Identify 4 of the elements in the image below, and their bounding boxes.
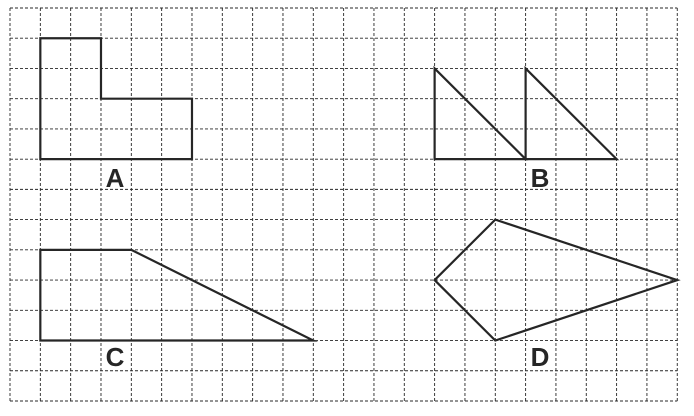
node-label: C xyxy=(106,348,124,366)
node-label: A xyxy=(106,169,124,187)
node-label: B xyxy=(532,169,548,187)
node-label: D xyxy=(532,348,548,366)
